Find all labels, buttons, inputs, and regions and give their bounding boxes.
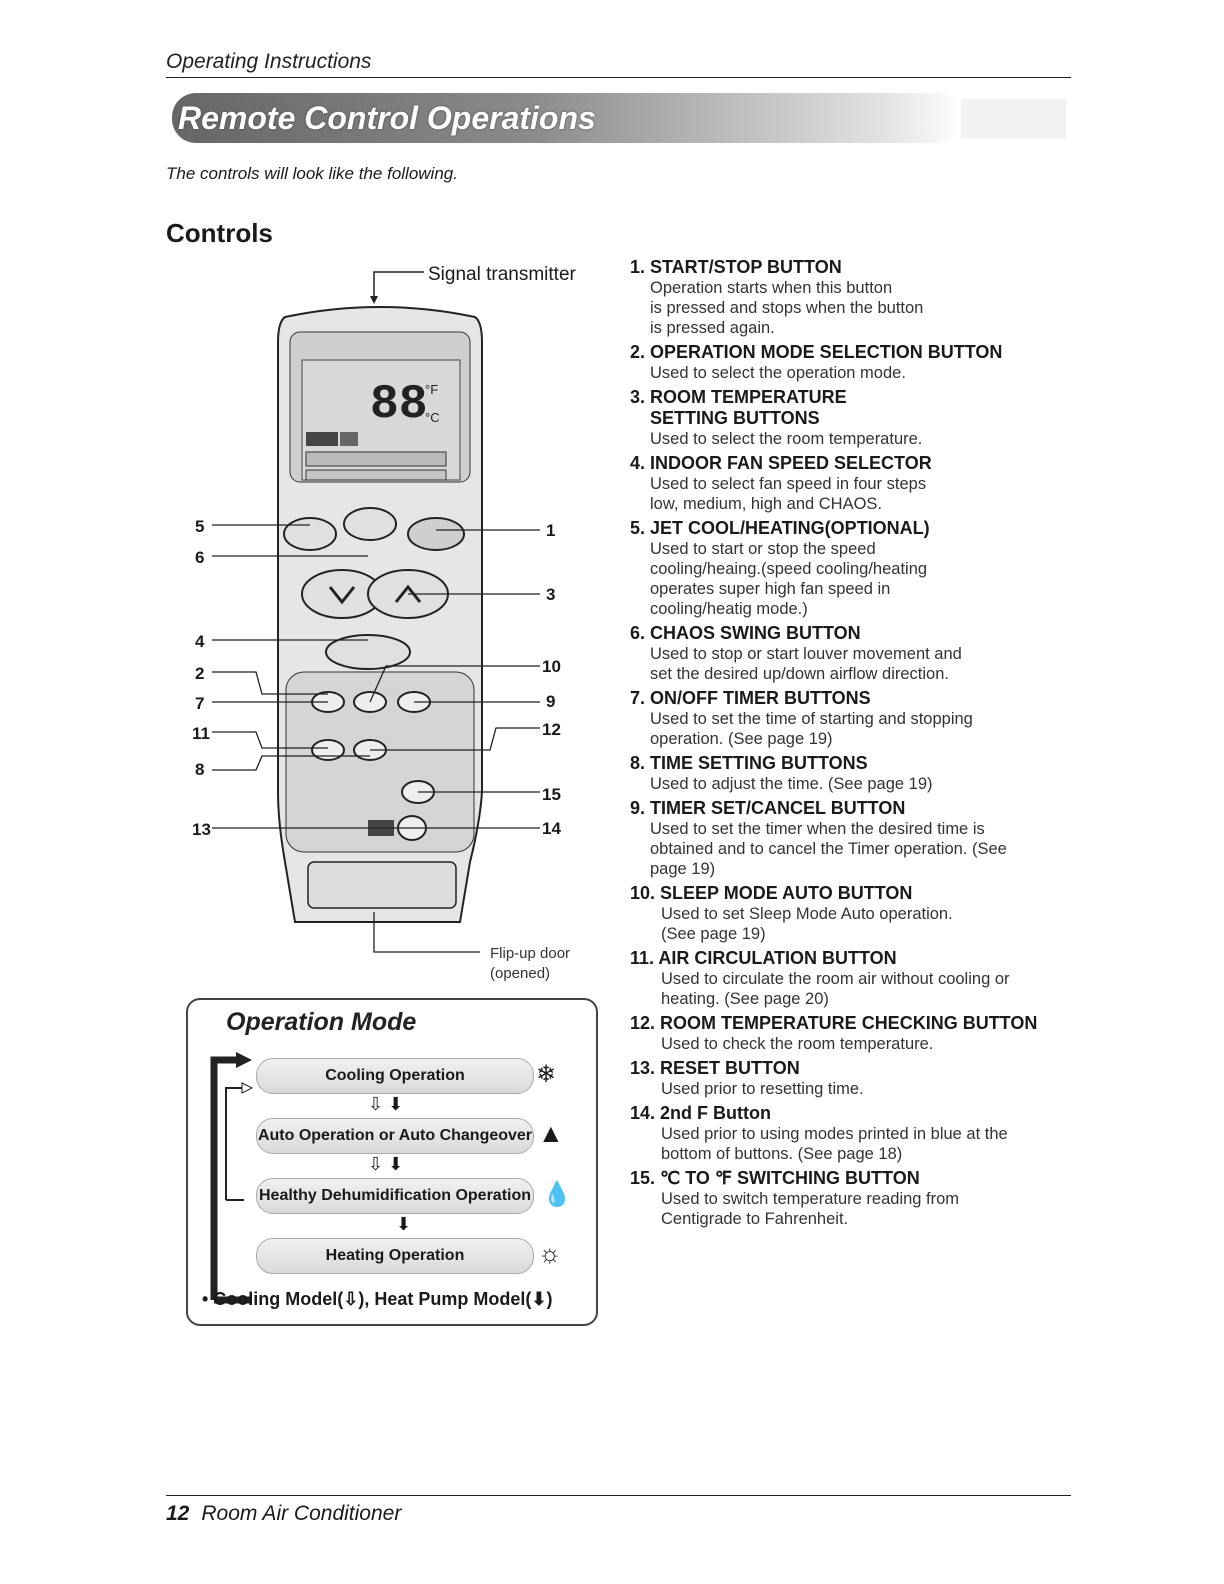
operation-mode-title: Operation Mode (222, 1008, 421, 1037)
footer-title: Room Air Conditioner (201, 1502, 402, 1525)
mode-heating: Heating Operation (256, 1238, 534, 1274)
start-stop-button (407, 517, 465, 551)
callout-1: 1 (546, 521, 556, 540)
display-digits: 88 (370, 378, 428, 432)
title-banner (172, 93, 1066, 143)
callout-5: 5 (195, 517, 205, 536)
callout-15: 15 (542, 785, 561, 804)
drop-icon: 💧 (542, 1181, 572, 1208)
list-item: 5. JET COOL/HEATING(OPTIONAL)Used to sta… (630, 518, 930, 618)
snowflake-icon: ❄ (536, 1061, 557, 1088)
intro-text: The controls will look like the followin… (166, 164, 458, 183)
remote-control-illustration: 88 °F °C (212, 271, 540, 953)
callout-11: 11 (192, 724, 210, 743)
callout-6: 6 (195, 548, 205, 567)
flip-up-door-label: Flip-up door (opened) (490, 945, 571, 982)
mode-dehumidify: Healthy Dehumidification Operation (256, 1178, 534, 1214)
page-number: 12 (166, 1502, 190, 1525)
svg-text:°F: °F (425, 382, 438, 397)
jet-cool-button (283, 517, 337, 551)
mode-auto: Auto Operation or Auto Changeover (256, 1118, 534, 1154)
callout-4: 4 (195, 632, 205, 651)
operation-mode-box (186, 998, 598, 1326)
callout-2: 2 (195, 664, 205, 683)
header-rule (166, 77, 1071, 78)
footer-rule (166, 1495, 1071, 1496)
arrow-down-icon: ⇩ ⬇ (368, 1154, 404, 1174)
callout-12: 12 (542, 720, 561, 739)
arrow-down-icon: ⇩ ⬇ (368, 1094, 404, 1114)
fan-speed-button (325, 634, 411, 670)
svg-text:°C: °C (425, 410, 440, 425)
callout-9: 9 (546, 692, 556, 711)
callout-8: 8 (195, 760, 205, 779)
callout-13: 13 (192, 820, 211, 839)
mode-cycle-arrows (210, 1052, 254, 1304)
callout-3: 3 (546, 585, 556, 604)
signal-transmitter-label: Signal transmitter (428, 264, 576, 285)
mode-cooling: Cooling Operation (256, 1058, 534, 1094)
page-footer: 12 Room Air Conditioner (166, 1502, 401, 1526)
banner-title: Remote Control Operations (178, 100, 596, 136)
callout-7: 7 (195, 694, 205, 713)
chaos-swing-button (343, 507, 397, 541)
mode-footnote: • Cooling Model(⇩), Heat Pump Model(⬇) (202, 1289, 553, 1309)
callout-14: 14 (542, 819, 561, 838)
sun-icon: ☼ (538, 1238, 562, 1268)
section-header: Operating Instructions (166, 50, 372, 73)
controls-heading: Controls (166, 218, 273, 248)
auto-icon: ▲ (538, 1118, 564, 1148)
callout-10: 10 (542, 657, 561, 676)
arrow-down-icon: ⬇ (396, 1214, 412, 1234)
